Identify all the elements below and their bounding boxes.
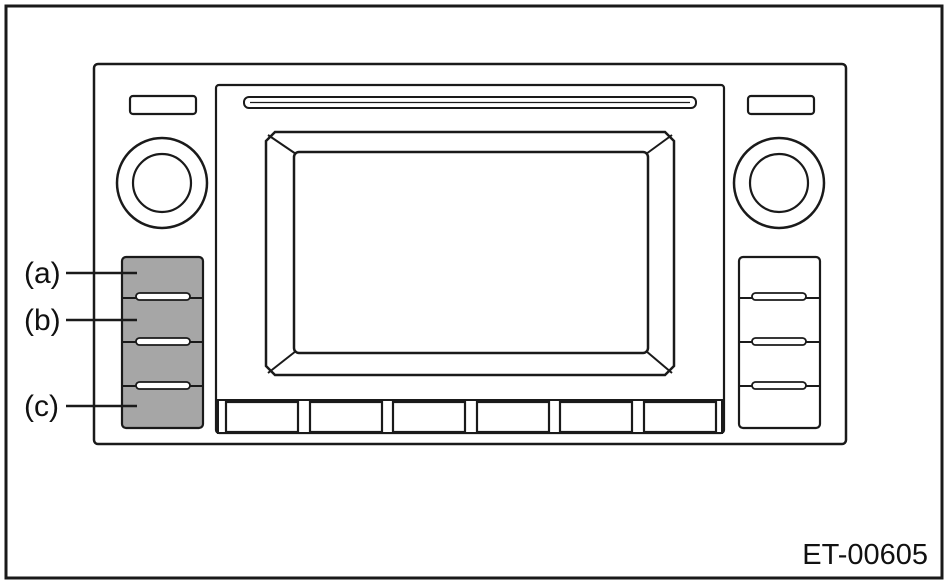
left-top-button[interactable] — [128, 94, 198, 116]
left-knob[interactable] — [115, 136, 209, 230]
preset-button-row — [217, 399, 723, 434]
button-c-ridge[interactable] — [135, 381, 191, 390]
right-knob[interactable] — [732, 136, 826, 230]
right-top-button[interactable] — [746, 94, 816, 116]
display-bezel — [264, 130, 676, 377]
preset-button-4[interactable] — [475, 400, 551, 434]
callout-c-label: (c) — [24, 390, 59, 423]
figure-code: ET-00605 — [802, 539, 928, 571]
callout-a-label: (a) — [24, 257, 61, 290]
display-screen — [292, 150, 650, 355]
preset-button-3[interactable] — [391, 400, 467, 434]
button-b-ridge[interactable] — [135, 337, 191, 346]
preset-button-1[interactable] — [224, 400, 300, 434]
preset-button-6[interactable] — [642, 400, 718, 434]
right-button-1[interactable] — [751, 292, 807, 301]
right-button-3[interactable] — [751, 381, 807, 390]
preset-button-2[interactable] — [308, 400, 384, 434]
right-button-column — [737, 255, 822, 430]
callout-b-label: (b) — [24, 304, 61, 337]
button-a-ridge[interactable] — [135, 292, 191, 301]
preset-button-5[interactable] — [558, 400, 634, 434]
left-button-column — [120, 255, 205, 430]
right-button-2[interactable] — [751, 337, 807, 346]
